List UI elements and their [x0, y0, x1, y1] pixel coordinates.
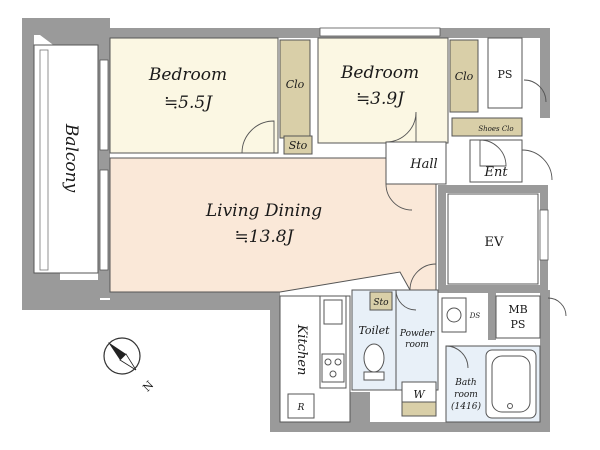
balcony-railing: [39, 49, 49, 271]
storage-1: [283, 135, 313, 155]
refrigerator-space: [287, 393, 315, 419]
mb-ps-label: PS: [511, 318, 526, 331]
refrigerator-label: R: [297, 403, 305, 413]
shoes-closet: [451, 117, 523, 137]
bath-room-label-line1: Bath: [454, 378, 476, 388]
mb-label: MB: [508, 303, 527, 316]
living-dining-name: Living Dining: [205, 201, 322, 221]
bedroom-1-floor: [109, 37, 279, 154]
bedroom-2-area: ≒3.9J: [356, 89, 405, 109]
closet-2-label: Clo: [455, 70, 474, 83]
toilet-label: Toilet: [358, 324, 390, 337]
doors: [241, 79, 567, 369]
storage-1-label: Sto: [289, 139, 308, 152]
hall-label: Hall: [409, 157, 437, 172]
toilet-icon: [363, 343, 385, 381]
bedroom-2-name: Bedroom: [340, 63, 419, 83]
windows: [99, 27, 549, 271]
bedroom-2-floor: [317, 37, 449, 144]
ds-label: DS: [469, 312, 481, 320]
bath-room-label-line2: room: [454, 390, 478, 400]
closet-1-label: Clo: [286, 78, 305, 91]
washer-tray: [401, 401, 437, 417]
powder-room-label-line1: Powder: [399, 329, 435, 339]
entrance-floor: [469, 139, 523, 183]
shoes-closet-label: Shoes Clo: [478, 125, 513, 133]
washer-label: W: [413, 388, 426, 401]
closet-1: [279, 39, 311, 139]
washbasin-icon: [441, 297, 467, 333]
bath-room-label-line3: (1416): [451, 401, 481, 412]
hall-floor: [385, 141, 447, 185]
mb-ps: [495, 295, 541, 339]
bathtub-icon: [485, 349, 537, 419]
balcony-label: Balcony: [61, 123, 81, 193]
compass-icon: [103, 337, 141, 375]
storage-2: [369, 291, 393, 311]
kitchen-label: Kitchen: [294, 324, 309, 376]
elevator-label: EV: [485, 235, 504, 250]
pipe-space-top-label: PS: [498, 68, 513, 81]
kitchen-sink: [323, 299, 343, 325]
closet-2: [449, 39, 479, 113]
entrance-label: Ent: [483, 165, 508, 180]
pipe-space-top: [487, 37, 523, 109]
stove-icon: [321, 353, 345, 383]
bedroom-1-name: Bedroom: [148, 65, 227, 85]
storage-2-label: Sto: [373, 298, 389, 308]
compass-north-label: N: [140, 378, 156, 394]
living-dining-area: ≒13.8J: [235, 227, 295, 247]
elevator-shaft: [447, 193, 539, 285]
powder-room-label-line2: room: [405, 340, 429, 350]
bedroom-1-area: ≒5.5J: [164, 93, 213, 113]
